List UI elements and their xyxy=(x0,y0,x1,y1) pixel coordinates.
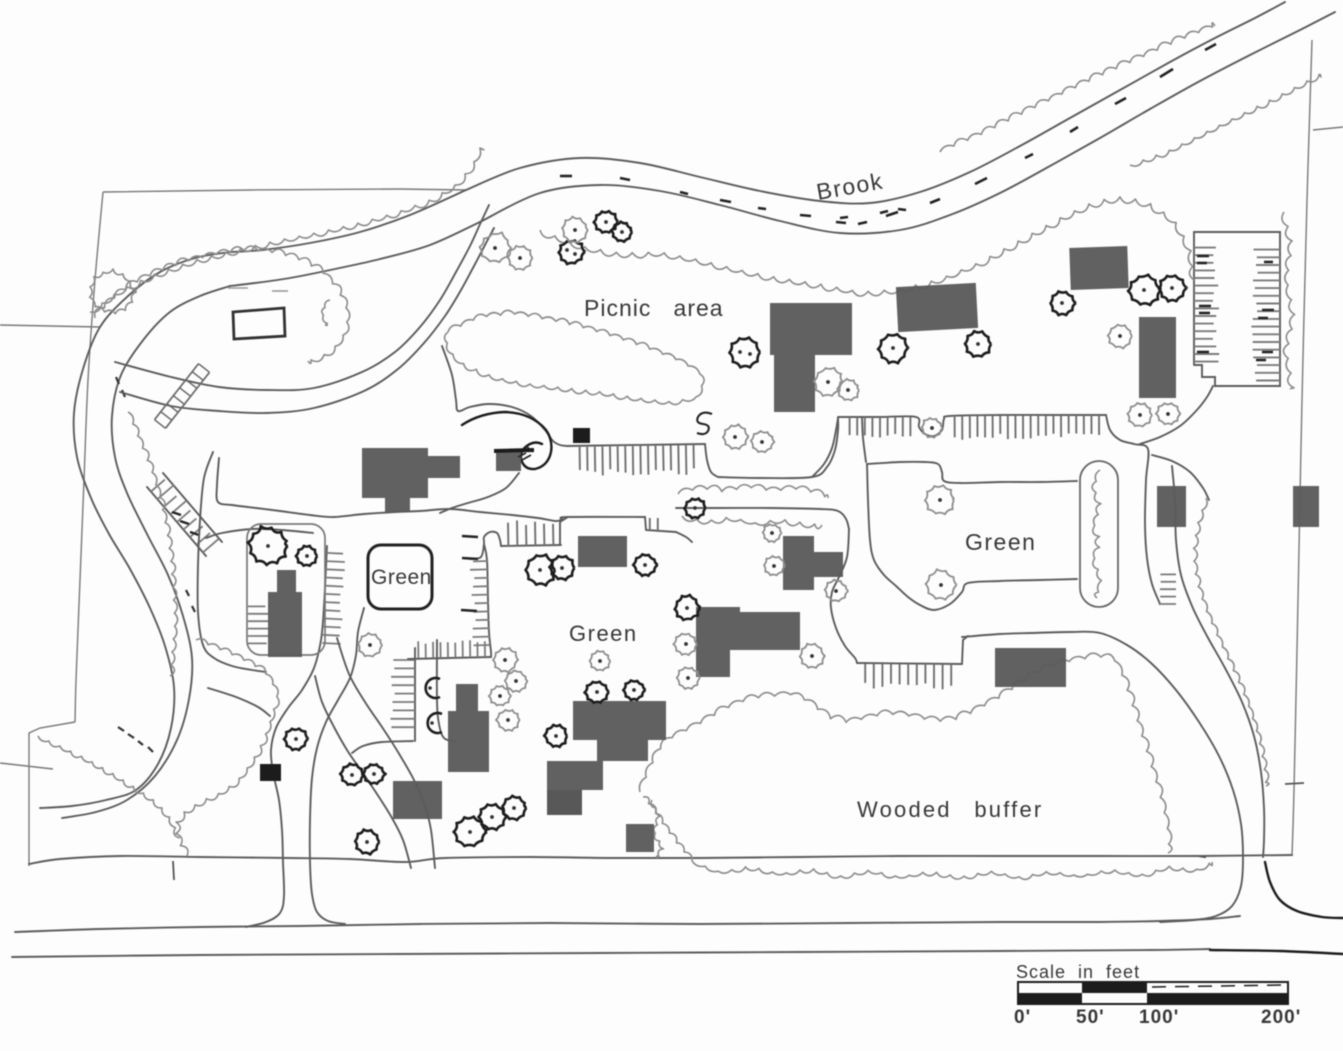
svg-text:Scale in feet: Scale in feet xyxy=(1016,962,1140,982)
svg-text:Wooded buffer: Wooded buffer xyxy=(857,797,1043,822)
svg-text:100': 100' xyxy=(1139,1007,1179,1028)
svg-text:0': 0' xyxy=(1014,1007,1031,1028)
svg-text:Green: Green xyxy=(569,621,638,646)
svg-text:Picnic area: Picnic area xyxy=(584,295,724,321)
svg-text:Green: Green xyxy=(371,566,432,589)
svg-text:200': 200' xyxy=(1261,1007,1301,1028)
svg-text:50': 50' xyxy=(1076,1007,1105,1028)
svg-text:Green: Green xyxy=(965,529,1036,555)
svg-text:Brook: Brook xyxy=(814,168,885,205)
